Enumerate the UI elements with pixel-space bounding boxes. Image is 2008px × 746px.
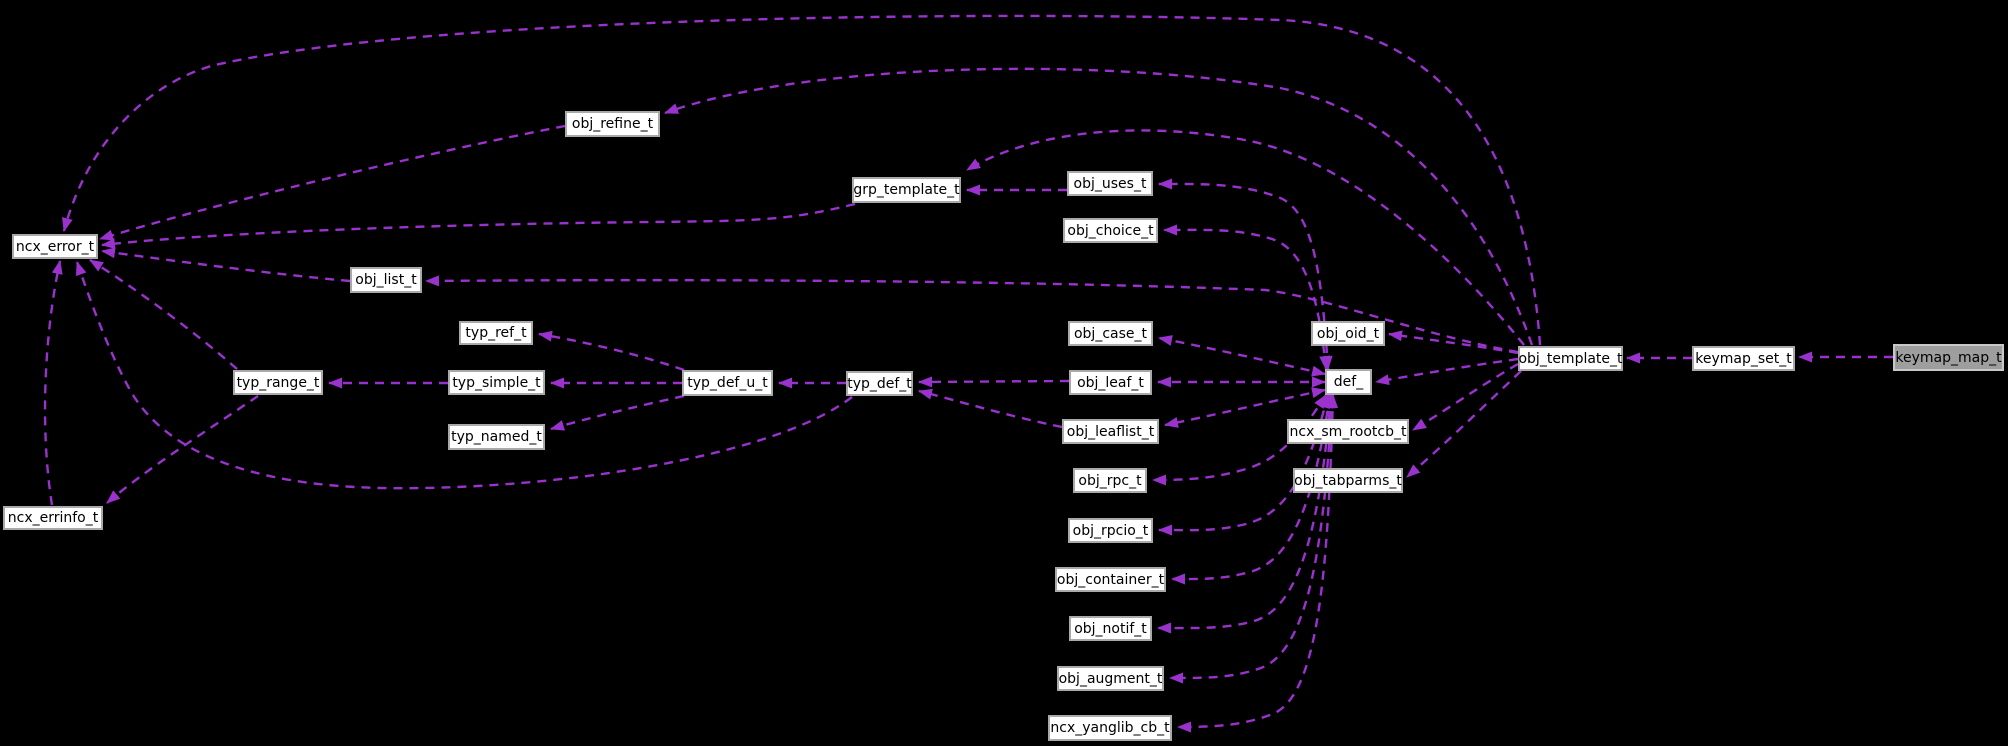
node-typ_named_t[interactable]: typ_named_t <box>448 424 545 450</box>
node-obj_augment_t[interactable]: obj_augment_t <box>1057 666 1164 691</box>
edge-grp_template_t-to-ncx_error_t <box>101 202 856 250</box>
node-label: obj_notif_t <box>1074 620 1147 637</box>
edge-typ_range_t-to-ncx_errinfo_t <box>106 395 259 504</box>
node-typ_def_u_t[interactable]: typ_def_u_t <box>682 370 773 396</box>
node-obj_template_t[interactable]: obj_template_t <box>1518 346 1623 371</box>
node-obj_refine_t[interactable]: obj_refine_t <box>565 111 660 137</box>
node-typ_simple_t[interactable]: typ_simple_t <box>448 370 545 395</box>
node-label: obj_oid_t <box>1316 325 1380 342</box>
node-obj_tabparms_t[interactable]: obj_tabparms_t <box>1293 468 1403 493</box>
node-label: obj_choice_t <box>1067 222 1154 239</box>
node-label: typ_simple_t <box>452 374 541 391</box>
node-label: typ_def_t <box>847 375 912 392</box>
edge-obj_template_t-to-ncx_sm_rootcb_t <box>1412 362 1519 432</box>
node-label: obj_rpc_t <box>1078 472 1142 489</box>
node-typ_ref_t[interactable]: typ_ref_t <box>459 321 533 345</box>
node-label: obj_rpcio_t <box>1072 522 1149 539</box>
node-obj_list_t[interactable]: obj_list_t <box>350 267 422 293</box>
edge-typ_range_t-to-ncx_error_t <box>89 258 238 370</box>
node-obj_oid_t[interactable]: obj_oid_t <box>1311 321 1385 346</box>
node-label: ncx_errinfo_t <box>7 510 99 526</box>
edge-def_-to-obj_choice_t <box>1163 224 1331 370</box>
edge-obj_template_t-to-obj_refine_t <box>664 67 1534 346</box>
node-label: def_ <box>1333 374 1364 390</box>
node-def_[interactable]: def_ <box>1325 369 1372 395</box>
node-obj_choice_t[interactable]: obj_choice_t <box>1063 218 1158 243</box>
edge-obj_template_t-to-obj_oid_t <box>1388 330 1519 355</box>
edge-def_-to-obj_uses_t <box>1158 178 1333 370</box>
node-ncx_yanglib_cb_t[interactable]: ncx_yanglib_cb_t <box>1048 715 1172 741</box>
node-label: obj_template_t <box>1518 350 1623 367</box>
node-label: obj_leaflist_t <box>1066 423 1155 440</box>
node-label: obj_leaf_t <box>1077 374 1144 391</box>
node-label: ncx_sm_rootcb_t <box>1289 423 1407 440</box>
edge-ncx_errinfo_t-to-ncx_error_t <box>43 260 63 506</box>
node-label: typ_ref_t <box>465 325 527 341</box>
edge-typ_def_u_t-to-typ_named_t <box>550 394 685 431</box>
node-label: keymap_set_t <box>1695 350 1792 367</box>
node-label: keymap_map_t <box>1895 349 2002 366</box>
node-obj_case_t[interactable]: obj_case_t <box>1068 321 1153 346</box>
node-obj_leaf_t[interactable]: obj_leaf_t <box>1069 370 1152 395</box>
node-label: obj_case_t <box>1073 325 1147 342</box>
node-label: obj_list_t <box>355 272 417 288</box>
edge-typ_def_t-to-ncx_error_t <box>75 261 853 490</box>
node-ncx_error_t[interactable]: ncx_error_t <box>12 234 98 259</box>
edge-typ_def_u_t-to-typ_ref_t <box>538 330 685 372</box>
node-keymap_map_t: keymap_map_t <box>1893 344 2004 371</box>
edge-def_-to-ncx_yanglib_cb_t <box>1177 394 1339 733</box>
node-label: ncx_error_t <box>15 238 95 255</box>
node-keymap_set_t[interactable]: keymap_set_t <box>1692 346 1795 371</box>
node-label: obj_container_t <box>1056 571 1165 588</box>
node-obj_rpcio_t[interactable]: obj_rpcio_t <box>1068 518 1153 543</box>
node-obj_notif_t[interactable]: obj_notif_t <box>1069 616 1152 641</box>
node-label: typ_named_t <box>451 429 542 445</box>
edge-obj_template_t-to-def_ <box>1375 357 1519 386</box>
node-ncx_errinfo_t[interactable]: ncx_errinfo_t <box>3 506 103 530</box>
edge-obj_refine_t-to-ncx_error_t <box>99 124 566 241</box>
node-label: obj_refine_t <box>571 116 654 132</box>
node-label: typ_range_t <box>236 374 320 391</box>
node-label: ncx_yanglib_cb_t <box>1050 720 1170 736</box>
node-typ_def_t[interactable]: typ_def_t <box>846 371 913 396</box>
node-label: grp_template_t <box>853 182 960 198</box>
edge-def_-to-obj_case_t <box>1158 335 1326 377</box>
edge-obj_template_t-to-grp_template_t <box>966 129 1525 346</box>
node-obj_rpc_t[interactable]: obj_rpc_t <box>1073 468 1147 493</box>
node-label: obj_uses_t <box>1073 175 1147 192</box>
node-label: typ_def_u_t <box>687 375 768 391</box>
node-grp_template_t[interactable]: grp_template_t <box>852 177 961 203</box>
node-obj_leaflist_t[interactable]: obj_leaflist_t <box>1062 419 1159 444</box>
edge-obj_template_t-to-ncx_error_t <box>62 14 1542 346</box>
node-obj_uses_t[interactable]: obj_uses_t <box>1067 171 1153 196</box>
node-typ_range_t[interactable]: typ_range_t <box>233 370 323 395</box>
node-ncx_sm_rootcb_t[interactable]: ncx_sm_rootcb_t <box>1287 419 1409 444</box>
node-obj_container_t[interactable]: obj_container_t <box>1055 567 1166 592</box>
edge-obj_leaf_t-to-typ_def_t <box>918 376 1070 388</box>
node-label: obj_augment_t <box>1058 670 1163 687</box>
edge-obj_leaflist_t-to-typ_def_t <box>918 388 1063 429</box>
node-label: obj_tabparms_t <box>1294 472 1402 489</box>
edge-obj_template_t-to-obj_tabparms_t <box>1406 370 1522 478</box>
edge-obj_list_t-to-ncx_error_t <box>101 247 351 283</box>
